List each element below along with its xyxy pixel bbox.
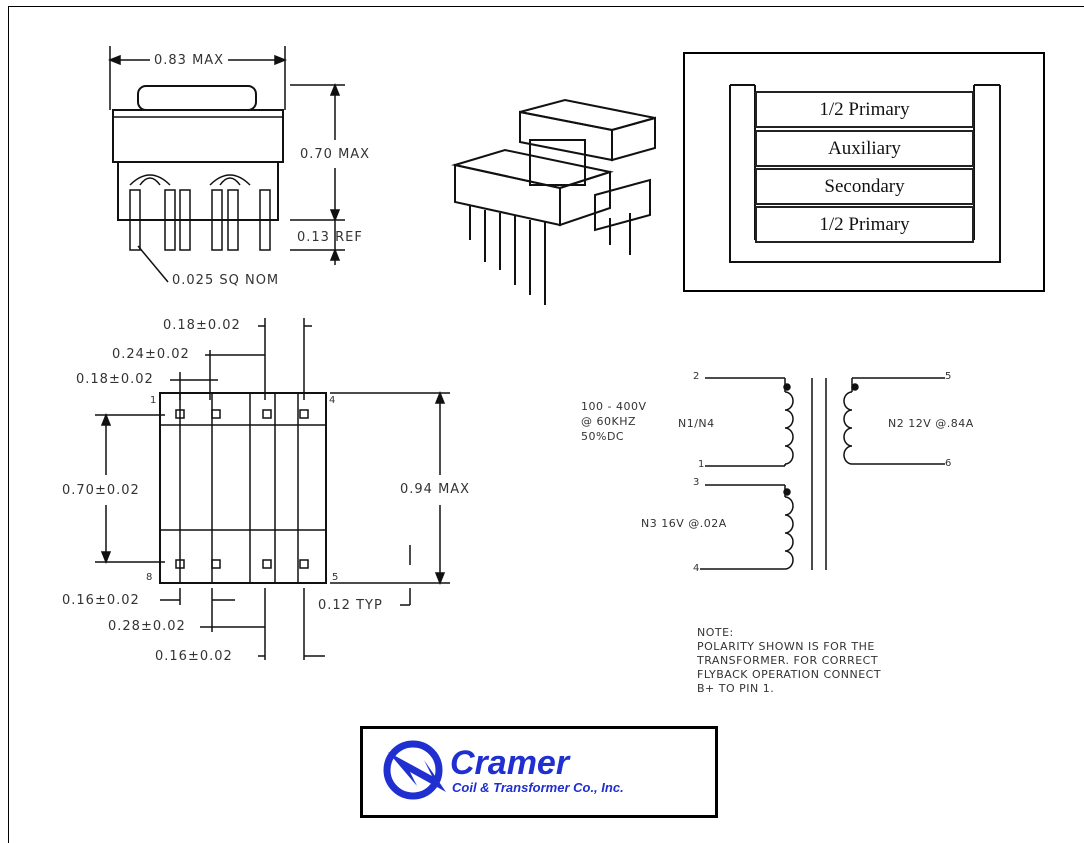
schematic-pin-3: 3 — [693, 477, 701, 488]
side-view — [107, 46, 345, 283]
note-heading: NOTE: — [697, 626, 734, 639]
note-line: POLARITY SHOWN IS FOR THE — [697, 640, 875, 653]
bottom-view — [95, 318, 450, 660]
bottom-left-label: 0.16±0.02 — [62, 593, 140, 608]
n2-winding-label: N2 12V @.84A — [888, 417, 974, 430]
note-line: B+ TO PIN 1. — [697, 682, 775, 695]
pin-4-label: 4 — [329, 395, 337, 406]
row-span-label: 0.70±0.02 — [62, 483, 140, 498]
winding-layer-4: 1/2 Primary — [755, 206, 974, 243]
bottom-right-label: 0.16±0.02 — [155, 649, 233, 664]
schematic-pin-4: 4 — [693, 563, 701, 574]
winding-layer-2: Auxiliary — [755, 130, 974, 167]
isometric-view — [451, 98, 656, 305]
pin-size-label: 0.025 SQ NOM — [172, 273, 280, 288]
ref-dim-label: 0.13 REF — [297, 230, 363, 245]
schematic-pin-1: 1 — [698, 459, 706, 470]
schematic-pin-2: 2 — [693, 371, 701, 382]
pin-5-label: 5 — [332, 572, 340, 583]
input-duty-label: 50%DC — [581, 430, 625, 443]
pitch-top-label: 0.18±0.02 — [163, 318, 241, 333]
schematic-pin-6: 6 — [945, 458, 953, 469]
company-logo-subtitle: Coil & Transformer Co., Inc. — [452, 780, 624, 795]
note-line: TRANSFORMER. FOR CORRECT — [697, 654, 879, 667]
height-dim-label: 0.70 MAX — [300, 147, 371, 162]
span-label: 0.24±0.02 — [112, 347, 190, 362]
company-logo-name: Cramer — [450, 744, 570, 782]
overall-height-label: 0.94 MAX — [400, 482, 471, 497]
winding-layer-3: Secondary — [755, 168, 974, 205]
input-freq-label: @ 60KHZ — [581, 415, 637, 428]
note-line: FLYBACK OPERATION CONNECT — [697, 668, 882, 681]
n1-winding-label: N1/N4 — [678, 417, 715, 430]
n3-winding-label: N3 16V @.02A — [641, 517, 727, 530]
typ-label: 0.12 TYP — [318, 598, 383, 613]
width-dim-label: 0.83 MAX — [150, 54, 229, 67]
winding-layer-1: 1/2 Primary — [755, 91, 974, 128]
input-voltage-label: 100 - 400V — [581, 400, 647, 413]
page-border — [8, 6, 1084, 843]
pin-8-label: 8 — [146, 572, 154, 583]
pin-1-label: 1 — [150, 395, 158, 406]
schematic — [700, 377, 945, 570]
bottom-mid-label: 0.28±0.02 — [108, 619, 186, 634]
schematic-pin-5: 5 — [945, 371, 953, 382]
pitch-left-label: 0.18±0.02 — [76, 372, 154, 387]
